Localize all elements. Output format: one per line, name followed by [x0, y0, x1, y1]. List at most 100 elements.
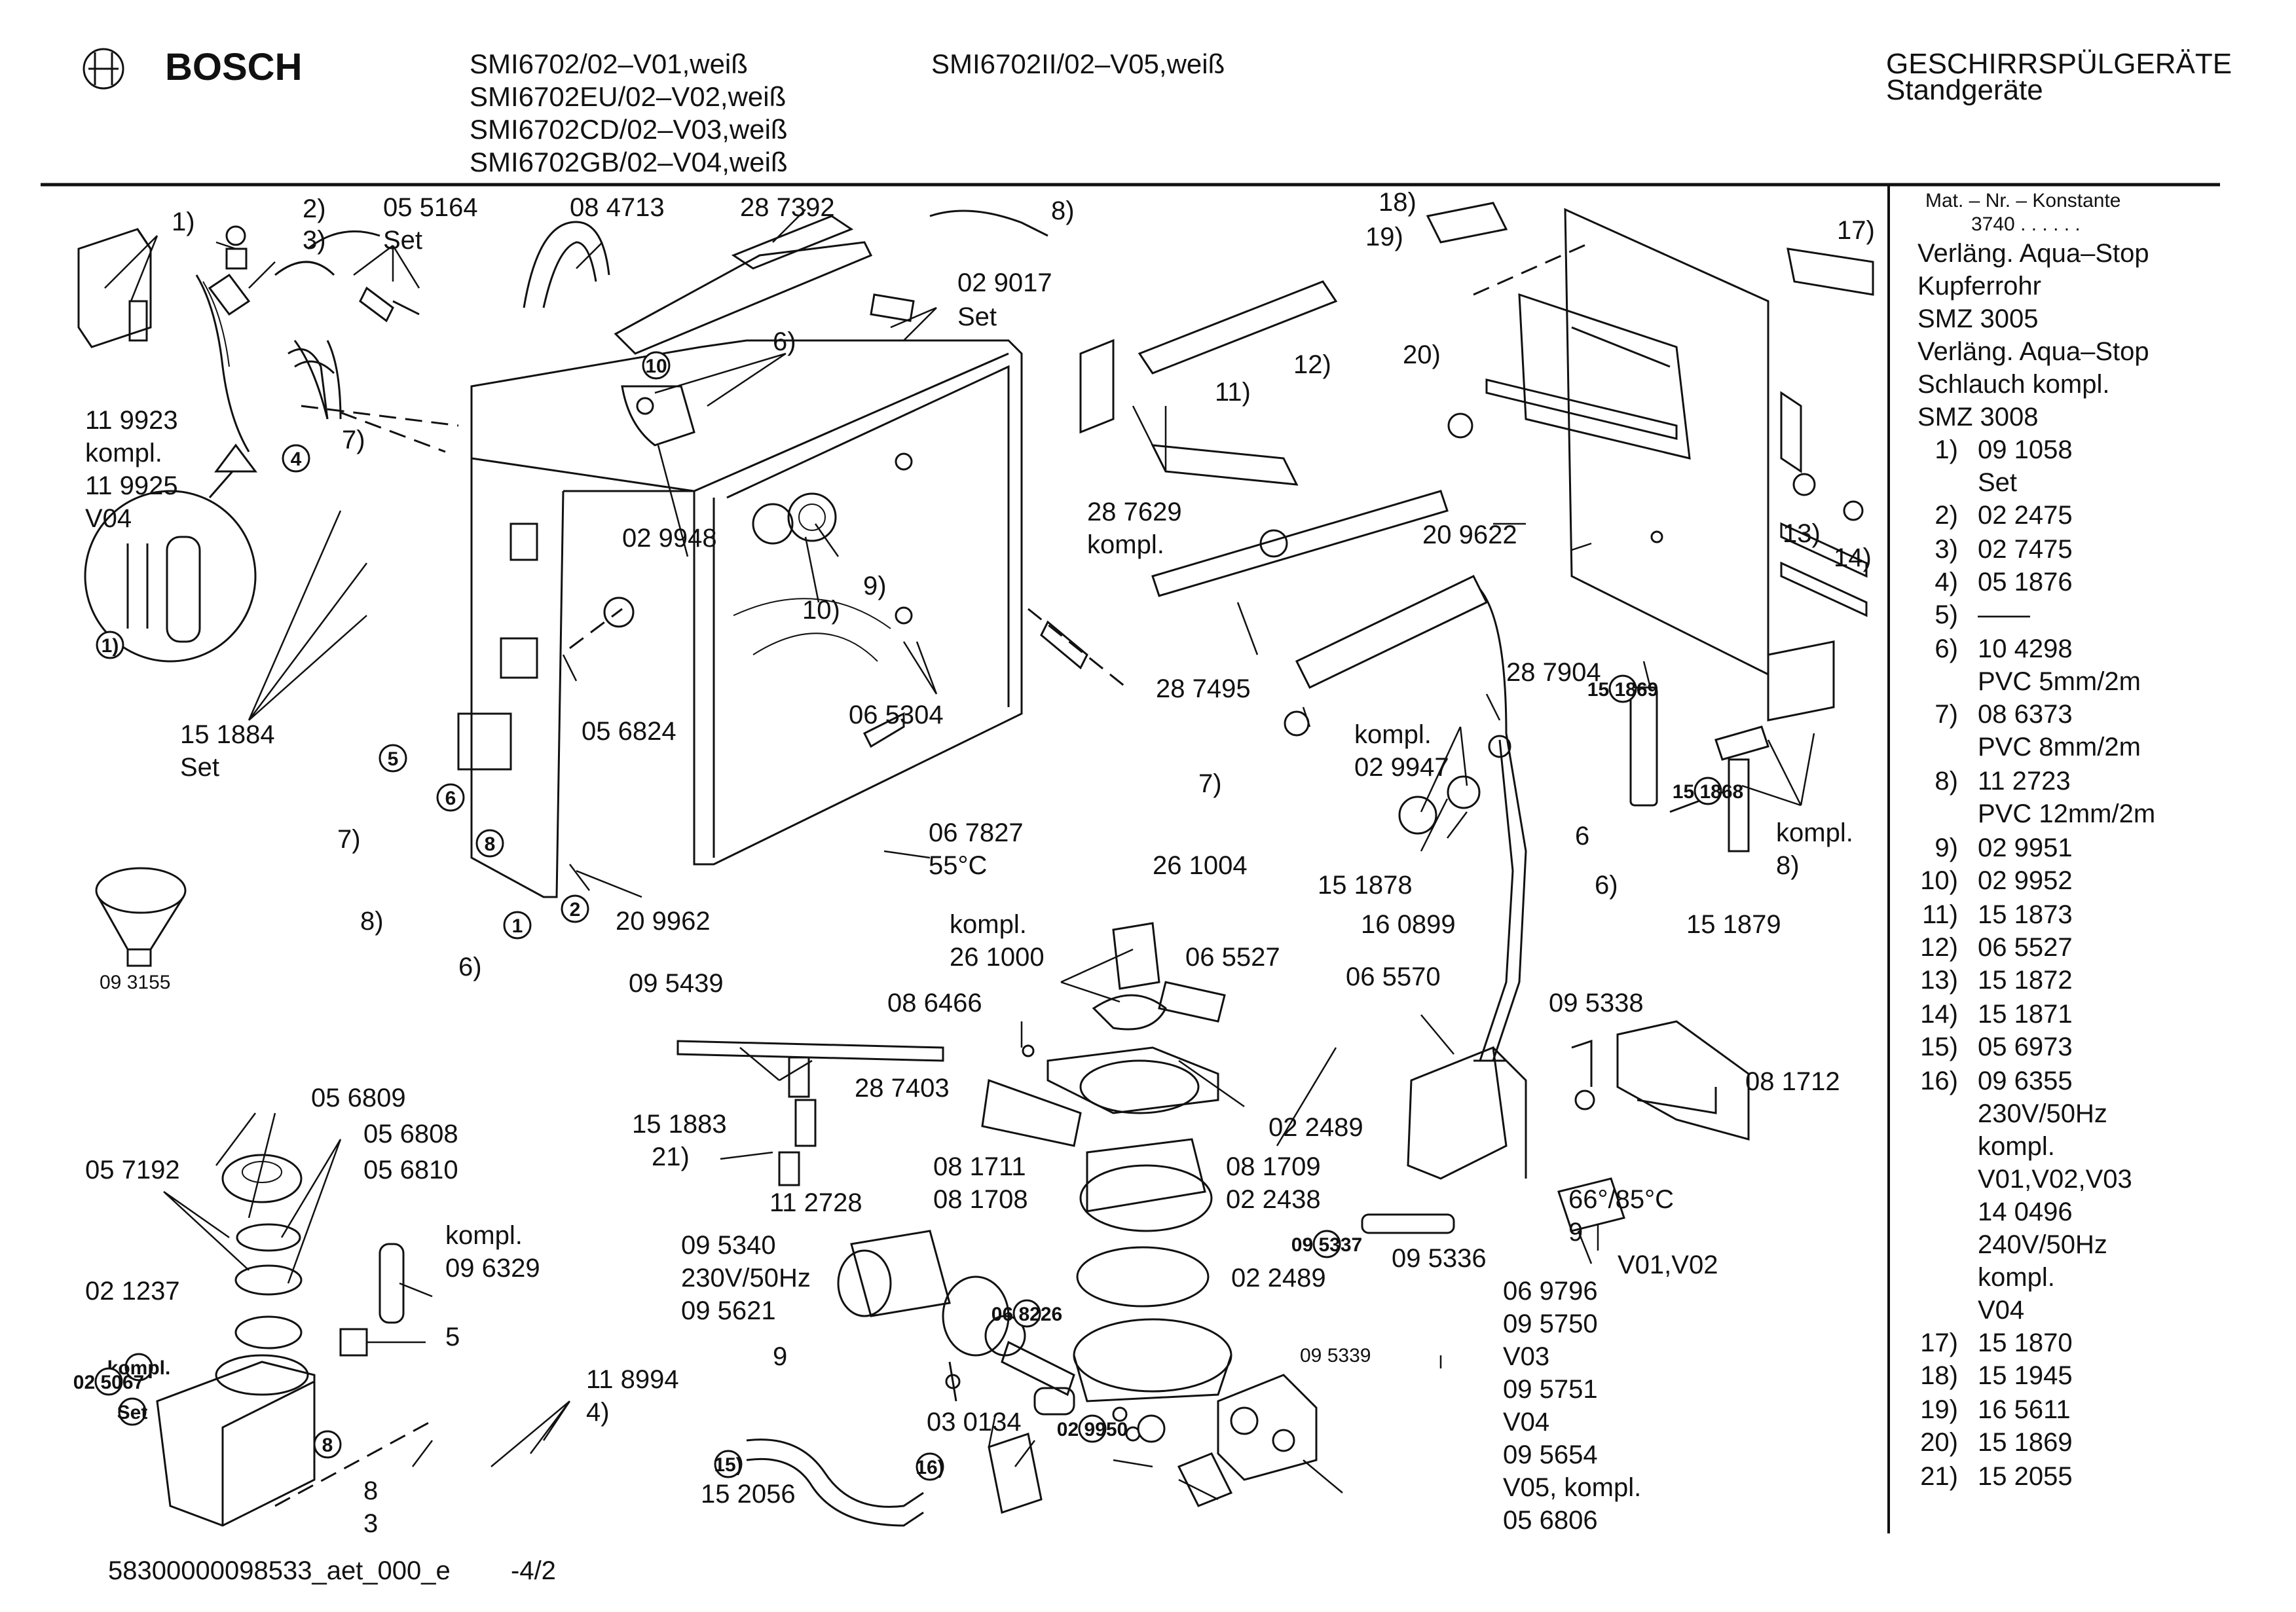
part-ref: 7): [1935, 700, 1958, 729]
category-title: GESCHIRRSPÜLGERÄTE: [1886, 48, 2232, 80]
salt-funnel: [95, 867, 187, 967]
part-label: 3): [303, 226, 326, 255]
dishwasher-tub: [457, 339, 1127, 898]
part-label: 12): [1293, 350, 1331, 379]
part-label: 28 7495: [1156, 674, 1251, 703]
part-label: 13): [1783, 519, 1821, 548]
part-label: 05 7192: [85, 1156, 180, 1184]
part-label: 8): [1051, 196, 1075, 225]
part-number: 10 4298: [1978, 634, 2073, 663]
part-label: 2): [303, 194, 326, 223]
part-note: V04: [1978, 1296, 2024, 1325]
part-number: 02 7475: [1978, 535, 2073, 564]
part-number: 02 2475: [1978, 501, 2073, 530]
parts-list-line: SMZ 3005: [1917, 304, 2039, 333]
part-ref: 18): [1920, 1361, 1958, 1390]
part-label: 02 1237: [85, 1277, 180, 1306]
part-note: Set: [1978, 468, 2017, 497]
part-number: 15 1873: [1978, 900, 2073, 929]
part-label: 09 5439: [629, 969, 724, 998]
part-number: 11 2723: [1978, 767, 2071, 796]
svg-text:1: 1: [512, 915, 523, 937]
svg-text:5: 5: [388, 748, 399, 770]
part-label: V01,V02: [1618, 1251, 1718, 1279]
part-label: 06 5527: [1185, 943, 1280, 972]
part-label: 5: [445, 1323, 460, 1351]
model-list-2: SMI6702II/02–V05,weiß: [931, 48, 1225, 79]
part-label: kompl.: [1354, 720, 1432, 749]
part-ref: 3): [1935, 535, 1958, 564]
hose-detail-magnifier: [84, 443, 257, 663]
part-label: Set: [180, 753, 219, 782]
part-label: 05 6809: [311, 1084, 406, 1112]
lower-spray-arm: [676, 1040, 1035, 1186]
part-ref: 2): [1935, 501, 1958, 530]
part-label: 6): [458, 953, 482, 981]
part-label: kompl.: [1087, 530, 1164, 559]
drain-pump: [988, 1374, 1318, 1514]
document-id: 58300000098533_aet_000_e: [108, 1556, 451, 1585]
part-label: 26 1000: [950, 943, 1045, 972]
svg-text:8: 8: [322, 1435, 333, 1456]
part-ref: 14): [1920, 1000, 1958, 1029]
svg-text:06 8226: 06 8226: [991, 1304, 1062, 1325]
part-number: 15 1872: [1978, 966, 2073, 995]
part-label: 7): [1198, 769, 1222, 798]
part-label: 08 1708: [933, 1185, 1028, 1214]
part-label: 02 9948: [622, 524, 717, 553]
parts-list-header: Mat. – Nr. – Konstante: [1925, 190, 2121, 211]
model-line: SMI6702CD/02–V03,weiß: [470, 114, 788, 145]
part-label: V04: [85, 504, 132, 533]
part-label: 02 9017: [957, 268, 1052, 297]
part-ref: 20): [1920, 1428, 1958, 1457]
svg-text:02 5067: 02 5067: [73, 1372, 144, 1393]
part-label: 09 5338: [1549, 989, 1644, 1017]
part-label: 4): [586, 1398, 610, 1427]
part-label: kompl.: [445, 1221, 523, 1250]
callout-circle: 15 1868: [1673, 777, 1743, 805]
part-label: 230V/50Hz: [681, 1264, 811, 1292]
parts-list-line: Verläng. Aqua–Stop: [1917, 337, 2149, 366]
part-label: 02 2438: [1226, 1185, 1321, 1214]
part-label: 28 7403: [855, 1074, 950, 1103]
part-label: 15 2056: [701, 1480, 796, 1509]
part-number: 02 9952: [1978, 866, 2073, 895]
callout-circle: 15 1869: [1587, 674, 1658, 703]
part-label: 05 6824: [582, 717, 676, 746]
callout-circle: 4: [282, 444, 310, 473]
filter-assembly: [981, 922, 1232, 1402]
part-label: 08 1711: [933, 1152, 1026, 1181]
part-number: 15 2055: [1978, 1462, 2073, 1491]
part-number: 02 9951: [1978, 833, 2073, 862]
part-note: 230V/50Hz: [1978, 1099, 2107, 1128]
svg-text:2: 2: [570, 899, 581, 921]
part-label: 09 5750: [1503, 1310, 1598, 1338]
part-label: 02 2489: [1231, 1264, 1326, 1292]
part-label: 15 1878: [1318, 871, 1413, 900]
model-line: SMI6702GB/02–V04,weiß: [470, 147, 788, 177]
part-label: 55°C: [929, 851, 987, 880]
part-label: 08 1712: [1745, 1067, 1840, 1096]
part-label: 6: [1575, 822, 1589, 851]
callout-circle: [1137, 1414, 1166, 1443]
part-ref: 21): [1920, 1462, 1958, 1491]
parts-list-constant: 3740 . . . . . .: [1971, 213, 2081, 235]
circulation-pump: [837, 1230, 1075, 1416]
part-labels: 1) 2) 3) 11 9923 kompl. 11 9925 V04 05 5…: [85, 188, 1875, 1538]
svg-text:10: 10: [645, 356, 667, 377]
heater-switch-block: [1361, 1020, 1750, 1234]
part-label: 19): [1365, 223, 1403, 251]
part-number: 15 1870: [1978, 1328, 2073, 1357]
part-label: 02 9947: [1354, 753, 1449, 782]
part-number: 09 1058: [1978, 435, 2073, 464]
part-label: 26 1004: [1153, 851, 1248, 880]
part-ref: 5): [1935, 600, 1958, 629]
part-ref: 19): [1920, 1395, 1958, 1424]
part-ref: 15): [1920, 1033, 1958, 1061]
part-label: 15 1879: [1686, 910, 1781, 939]
part-label: 8): [1776, 851, 1800, 880]
part-note: 14 0496: [1978, 1198, 2073, 1226]
part-number: 05 1876: [1978, 568, 2073, 596]
part-note: PVC 8mm/2m: [1978, 733, 2141, 761]
